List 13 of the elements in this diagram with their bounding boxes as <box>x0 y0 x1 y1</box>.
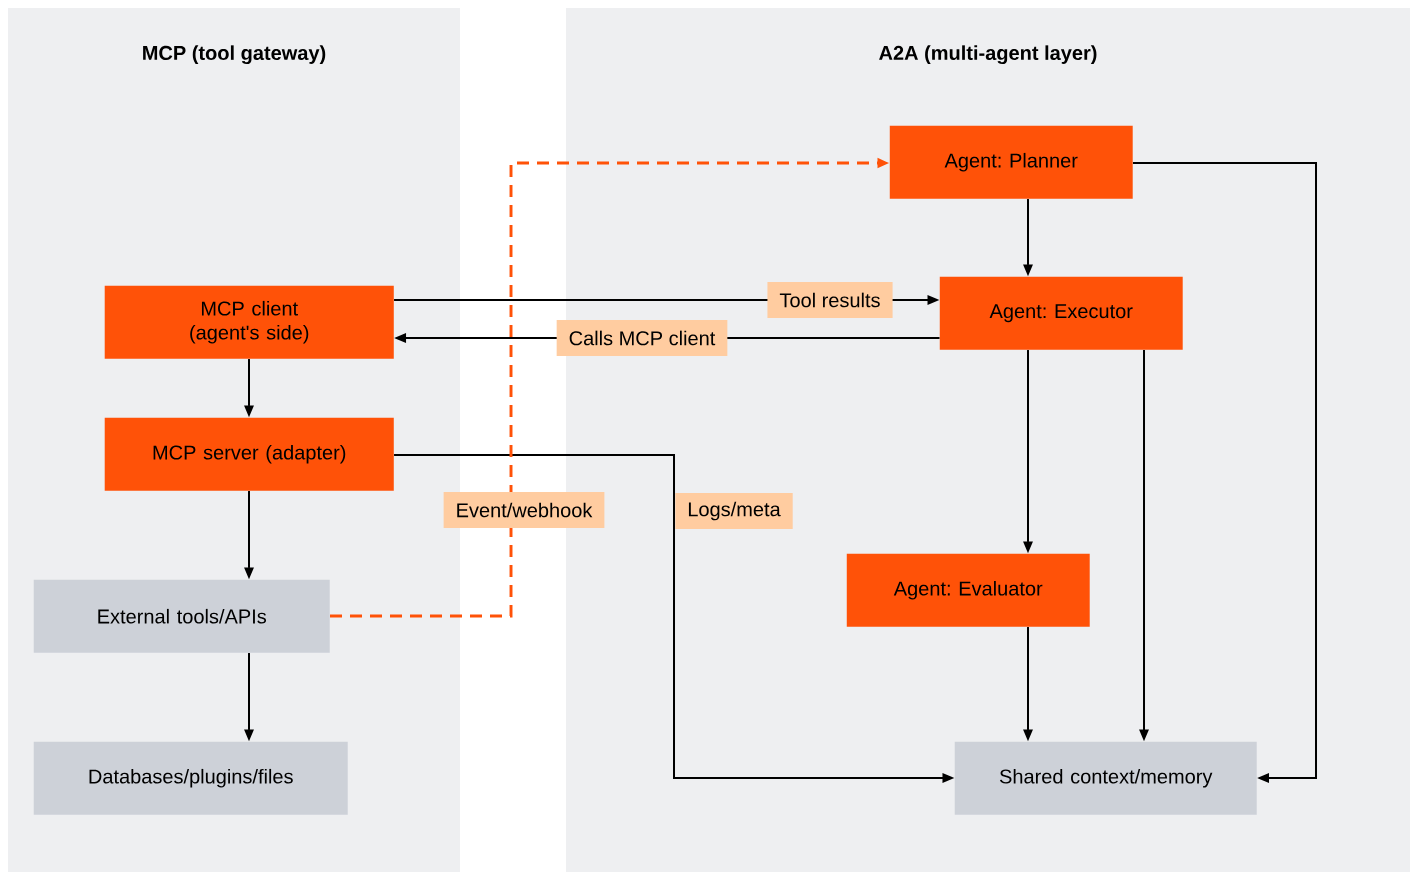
edge-label: Event/webhook <box>443 492 605 528</box>
resource-box: Databases/plugins/files <box>33 741 348 815</box>
edge-label: Calls MCP client <box>556 320 728 356</box>
process-box: Agent: Planner <box>889 125 1133 199</box>
process-box: Agent: Executor <box>939 276 1183 350</box>
resource-box: External tools/APIs <box>33 579 330 653</box>
arrow <box>1132 162 1317 783</box>
edge-label: Tool results <box>767 282 893 318</box>
edge-label: Logs/meta <box>675 493 793 529</box>
resource-box: Shared context/memory <box>954 741 1257 815</box>
process-box: Agent: Evaluator <box>846 553 1090 627</box>
process-box: MCP client (agent's side) <box>104 285 394 359</box>
process-box: MCP server (adapter) <box>104 417 394 491</box>
